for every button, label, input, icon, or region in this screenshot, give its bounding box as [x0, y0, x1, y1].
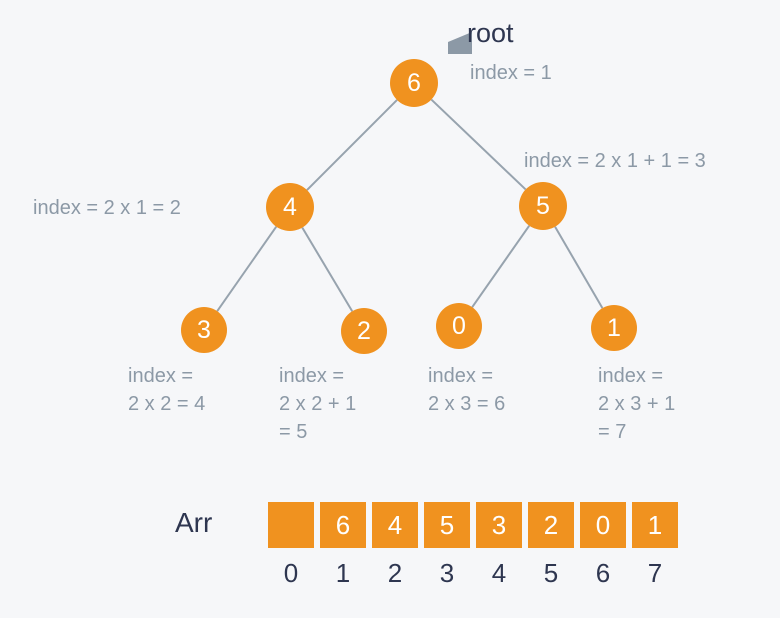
- array-cell[interactable]: 4: [372, 502, 418, 548]
- tree-node-1[interactable]: 1: [591, 305, 637, 351]
- annotation-left-child-index: index = 2 x 1 = 2: [33, 197, 181, 219]
- array-index-label: 3: [439, 558, 455, 588]
- tree-node-0[interactable]: 0: [436, 303, 482, 349]
- array-cell[interactable]: [268, 502, 314, 548]
- tree-edge: [430, 98, 527, 191]
- tree-edge: [306, 99, 398, 191]
- annotation-leaf-1-index: index = 2 x 3 + 1 = 7: [598, 365, 676, 443]
- tree-node-5[interactable]: 5: [519, 182, 567, 230]
- array-cell[interactable]: 0: [580, 502, 626, 548]
- annotation-leaf-3-index: index = 2 x 2 = 4: [128, 365, 206, 415]
- annotation-root-index: index = 1: [470, 62, 552, 84]
- array-index-label: 0: [283, 558, 299, 588]
- tree-node-4[interactable]: 4: [266, 183, 314, 231]
- array-cell[interactable]: 5: [424, 502, 470, 548]
- root-pointer-arrow: [448, 32, 472, 54]
- array-index-label: 4: [491, 558, 507, 588]
- tree-node-6[interactable]: 6: [390, 59, 438, 107]
- annotation-leaf-0-index: index = 2 x 3 = 6: [428, 365, 506, 415]
- array-index-label: 5: [543, 558, 559, 588]
- tree-node-2[interactable]: 2: [341, 308, 387, 354]
- annotation-leaf-2-index: index = 2 x 2 + 1 = 5: [279, 365, 357, 443]
- tree-edge: [554, 226, 604, 309]
- array-index-label: 6: [595, 558, 611, 588]
- array-cell[interactable]: 2: [528, 502, 574, 548]
- array-cell[interactable]: 6: [320, 502, 366, 548]
- tree-node-3[interactable]: 3: [181, 307, 227, 353]
- array-index-label: 1: [335, 558, 351, 588]
- annotation-right-child-index: index = 2 x 1 + 1 = 3: [524, 150, 706, 172]
- tree-edge: [301, 227, 354, 312]
- root-pointer-label: root: [467, 18, 514, 48]
- array-cell[interactable]: 3: [476, 502, 522, 548]
- array-index-label: 7: [647, 558, 663, 588]
- array-cell[interactable]: 1: [632, 502, 678, 548]
- tree-edge: [216, 226, 278, 312]
- array-label: Arr: [175, 507, 213, 538]
- array-index-label: 2: [387, 558, 403, 588]
- tree-edge: [471, 225, 531, 308]
